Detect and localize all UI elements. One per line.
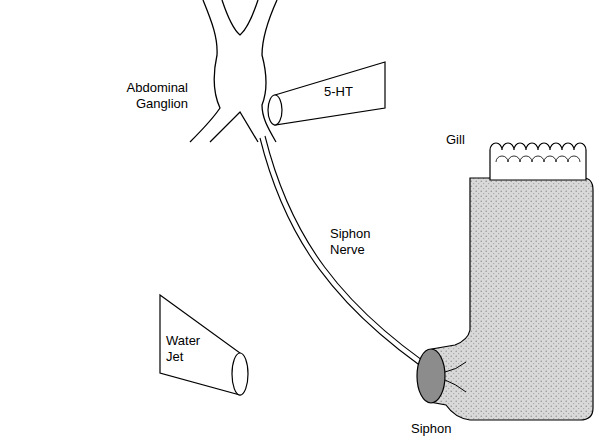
animal-body — [430, 178, 593, 420]
pipette-tip — [232, 353, 248, 395]
abdominal-ganglion — [190, 0, 277, 142]
ganglion-label: Abdominal Ganglion — [108, 80, 188, 113]
gill-illustration — [490, 143, 586, 180]
gill-label: Gill — [446, 132, 486, 148]
siphon-slit — [445, 362, 466, 392]
pipette-body — [275, 62, 385, 125]
gill-lamellae — [496, 156, 580, 162]
pipette-label: Water Jet — [166, 333, 210, 366]
siphon-opening — [417, 349, 445, 403]
serotonin-pipette: 5-HT — [262, 52, 390, 134]
pipette-body — [160, 295, 240, 395]
gill-outline — [490, 143, 586, 180]
nerve-label: Siphon Nerve — [330, 226, 390, 259]
pipette-tip — [268, 95, 282, 125]
pipette-label: 5-HT — [324, 84, 364, 100]
siphon-label: Siphon — [411, 421, 471, 437]
water-jet-pipette: Water Jet — [160, 295, 255, 405]
